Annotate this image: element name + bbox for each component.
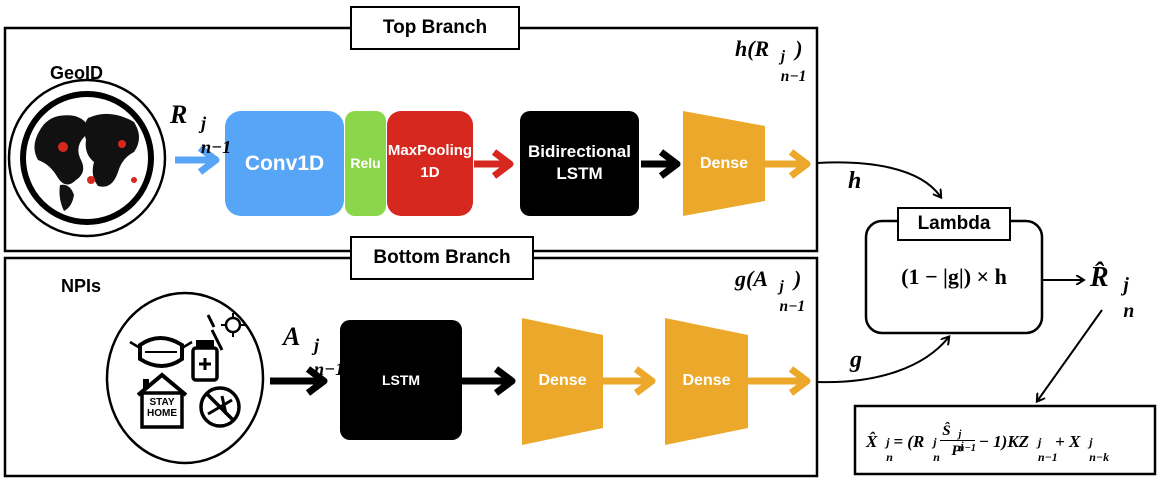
bottom-branch-title: Bottom Branch [350, 236, 534, 280]
maxpooling-label-line2: 1D [420, 163, 440, 181]
orange-arrow [603, 366, 656, 396]
bottom-output-func: g(A [735, 266, 768, 291]
formula-frac-num-sub: n−1 [958, 442, 976, 454]
bilstm-label-line1: Bidirectional [528, 141, 631, 161]
formula-eq: = (R [893, 431, 925, 451]
formula-frac-num-sup: j [958, 429, 962, 441]
globe-marker [87, 176, 95, 184]
virus-icon [221, 313, 245, 337]
formula-kz-sub: n−1 [1037, 450, 1058, 465]
top-dense-block [683, 111, 765, 216]
g-connector [816, 338, 948, 384]
bottom-input-var: A [283, 322, 301, 351]
formula-r-sub: n [933, 450, 940, 465]
output-var: R̂ [1090, 262, 1109, 293]
formula-frac-den: P [951, 443, 961, 459]
relu-block [345, 111, 386, 216]
formula-plus: + X [1055, 431, 1081, 451]
maxpooling-block [387, 111, 473, 216]
h-connector [816, 161, 940, 196]
red-arrow [474, 149, 514, 179]
h-label: h [848, 168, 862, 194]
g-label: g [850, 347, 862, 373]
output-sup: j [1123, 275, 1129, 297]
bottom-output-close: ) [794, 266, 802, 291]
output-to-formula-arrow [1038, 309, 1103, 400]
final-formula-box [853, 404, 1157, 476]
conv1d-block [225, 111, 344, 216]
black-arrow [462, 366, 516, 396]
top-branch-output-label: h(R j n−1) [735, 36, 806, 85]
formula-x-sup: j [1089, 434, 1093, 449]
formula-mid: − 1)KZ [978, 431, 1030, 451]
bottom-dense-label-1: Dense [538, 372, 587, 390]
orange-arrow [765, 149, 811, 179]
output-sub: n [1123, 300, 1135, 322]
blue-arrow [175, 145, 220, 175]
bottom-dense-block-2 [665, 318, 748, 445]
black-arrow [270, 366, 328, 396]
stay-home-line2: HOME [147, 408, 177, 419]
formula-frac-num: Ŝ [942, 423, 951, 439]
globe-marker [118, 140, 126, 148]
bilstm-label-line2: LSTM [556, 163, 603, 183]
npis-label: NPIs [61, 276, 102, 296]
formula-lhs-sub: n [886, 450, 893, 465]
bottom-output-sup: j [779, 277, 784, 295]
globe-icon [7, 78, 167, 238]
black-arrow [641, 149, 681, 179]
top-input-var: R [170, 100, 188, 129]
top-input-sub: n−1 [200, 136, 232, 157]
top-output-sub: n−1 [780, 67, 807, 85]
conv1d-label: Conv1D [244, 151, 325, 175]
top-output-close: ) [795, 36, 803, 61]
bottom-dense-block-1 [522, 318, 603, 445]
top-output-sup: j [780, 47, 786, 65]
lambda-formula: (1 − |g|) × h [901, 264, 1007, 289]
mask-icon [129, 336, 193, 368]
formula-kz-sup: j [1037, 434, 1042, 449]
maxpooling-label-line1: MaxPooling [387, 141, 473, 159]
top-branch-title: Top Branch [350, 6, 520, 50]
formula-x-sub: n−k [1089, 450, 1110, 465]
globe-marker [58, 142, 68, 152]
top-input-sup: j [200, 113, 207, 133]
stay-home-line1: STAY [149, 397, 175, 408]
stay-home-text: STAY HOME [145, 397, 179, 419]
bottom-dense-label-2: Dense [682, 372, 731, 390]
stay-home-icon [136, 372, 188, 429]
npi-icon-group [105, 291, 265, 465]
lstm-label: LSTM [381, 372, 421, 389]
top-output-func: h(R [735, 36, 770, 61]
formula-lhs-sup: j [886, 434, 890, 449]
bottom-output-sub: n−1 [779, 297, 806, 315]
vaccine-icon [191, 314, 224, 382]
formula-lhs: X̂ [866, 431, 878, 451]
formula-frac-den-sup: j [960, 441, 964, 452]
bidirectional-lstm-block [520, 111, 639, 216]
orange-arrow [748, 366, 811, 396]
globe-marker [131, 177, 137, 183]
geoid-label: GeoID [50, 63, 104, 83]
bottom-input-sub: n−1 [313, 358, 345, 379]
bottom-input-sup: j [313, 335, 320, 355]
bottom-branch-output-label: g(A j n−1) [735, 266, 805, 315]
lstm-block [340, 320, 462, 440]
relu-label: Relu [350, 154, 381, 171]
formula-r-sup: j [933, 434, 937, 449]
no-travel-icon [199, 386, 241, 428]
lambda-title: Lambda [897, 207, 1011, 241]
top-dense-label: Dense [699, 155, 749, 173]
